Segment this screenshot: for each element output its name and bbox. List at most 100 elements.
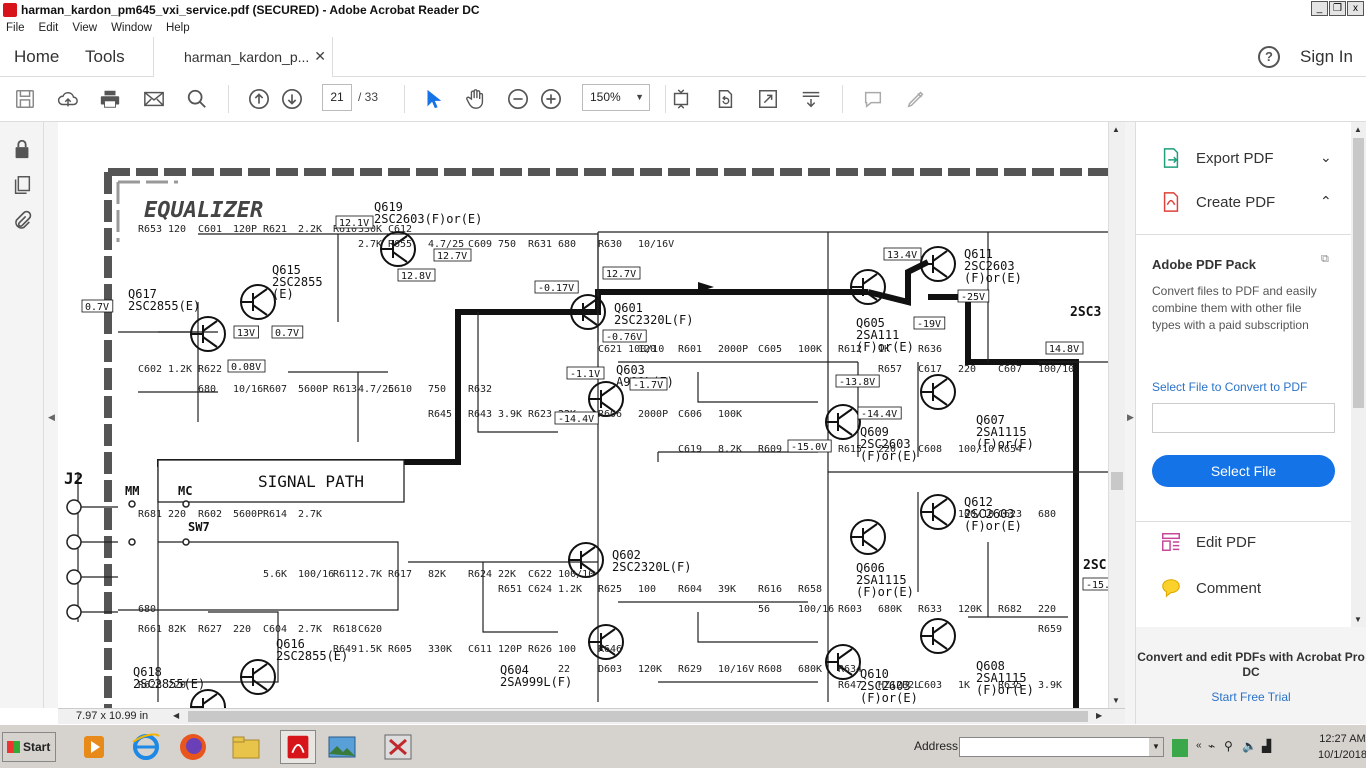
attachments-icon[interactable]	[11, 210, 33, 232]
component-label: 8.2K	[718, 444, 742, 455]
menu-edit[interactable]: Edit	[38, 22, 59, 34]
transistor-ref: Q617	[128, 287, 157, 301]
go-arrow-icon[interactable]	[1172, 739, 1188, 757]
acrobat-taskbar-icon[interactable]	[280, 730, 316, 764]
rotate-page-icon[interactable]	[713, 87, 737, 111]
media-player-icon[interactable]	[76, 730, 112, 764]
component-label: 82K	[168, 624, 186, 635]
component-label: R617	[388, 569, 412, 580]
close-tab-icon[interactable]: ✕	[314, 48, 326, 64]
component-label: 2.7K	[298, 624, 322, 635]
component-label: 680	[198, 384, 216, 395]
signal-icon[interactable]: ▟	[1262, 739, 1272, 753]
volume-icon[interactable]: 🔈	[1242, 739, 1257, 753]
start-button[interactable]: Start	[2, 732, 56, 762]
component-label: R602	[198, 509, 222, 520]
document-view[interactable]: EQUALIZER	[58, 122, 1108, 708]
highlight-pen-icon[interactable]	[904, 87, 928, 111]
select-cursor-icon[interactable]	[421, 87, 445, 111]
pack-info-icon[interactable]: ⧉	[1321, 253, 1329, 265]
comment-label: Comment	[1196, 580, 1262, 597]
component-label: 2.7K	[298, 509, 322, 520]
start-trial-link[interactable]: Start Free Trial	[1211, 690, 1291, 704]
network-icon[interactable]: ⌁	[1208, 739, 1216, 753]
tab-document[interactable]: harman_kardon_p... ✕	[153, 37, 333, 77]
scroll-right-icon[interactable]: ▶	[1096, 711, 1103, 720]
select-file-link[interactable]: Select File to Convert to PDF	[1152, 380, 1308, 394]
clock[interactable]: 12:27 AM 10/1/2018	[1318, 731, 1366, 763]
internet-explorer-icon[interactable]	[128, 730, 164, 764]
left-pane-collapse[interactable]: ◀	[44, 122, 58, 708]
comment-icon[interactable]	[861, 87, 885, 111]
help-icon[interactable]: ?	[1258, 46, 1280, 68]
component-label: R633	[918, 604, 942, 615]
scroll-down-icon[interactable]: ▼	[1112, 696, 1120, 705]
lock-icon[interactable]	[11, 138, 33, 160]
zoom-select[interactable]: 150% ▼	[582, 84, 650, 111]
scroll-up-icon[interactable]: ▲	[1112, 125, 1120, 134]
search-icon[interactable]	[185, 87, 209, 111]
full-screen-icon[interactable]	[756, 87, 780, 111]
export-pdf-tool[interactable]: Export PDF ⌄	[1160, 146, 1340, 172]
chevron-left-icon: ◀	[48, 412, 55, 422]
close-window-button[interactable]: x	[1347, 1, 1364, 16]
previous-page-icon[interactable]	[247, 87, 271, 111]
scroll-down-icon[interactable]: ▼	[1354, 615, 1362, 624]
menu-view[interactable]: View	[72, 22, 98, 34]
vertical-scroll-thumb[interactable]	[1111, 472, 1123, 490]
transistor-suffix: (F)or(E)	[976, 683, 1034, 697]
right-pane-collapse[interactable]: ▶	[1125, 122, 1136, 724]
email-icon[interactable]	[142, 87, 166, 111]
tools-pane-scroll-thumb[interactable]	[1353, 138, 1364, 408]
firefox-icon[interactable]	[175, 730, 211, 764]
image-viewer-icon[interactable]	[324, 730, 360, 764]
zoom-out-icon[interactable]	[506, 87, 530, 111]
transistor-part: 2SC2855(E)	[133, 677, 205, 691]
edit-pdf-tool[interactable]: Edit PDF	[1160, 530, 1340, 556]
tools-pane-scrollbar[interactable]: ▲ ▼	[1351, 122, 1366, 627]
bluetooth-icon[interactable]: ⚲	[1224, 739, 1233, 753]
scroll-up-icon[interactable]: ▲	[1354, 125, 1362, 134]
next-page-icon[interactable]	[280, 87, 304, 111]
toolbar-separator	[665, 85, 666, 113]
equalizer-border-inner	[116, 180, 178, 242]
address-input[interactable]: ▼	[959, 737, 1164, 757]
scroll-left-icon[interactable]: ◀	[173, 711, 180, 720]
app-x-icon[interactable]	[380, 730, 416, 764]
upload-cloud-icon[interactable]	[56, 87, 80, 111]
comment-tool[interactable]: Comment	[1160, 576, 1340, 602]
tab-tools[interactable]: Tools	[85, 47, 125, 66]
page-thumbnails-icon[interactable]	[11, 174, 33, 196]
fit-page-icon[interactable]	[669, 87, 693, 111]
tab-home[interactable]: Home	[14, 47, 60, 66]
menu-help[interactable]: Help	[165, 22, 190, 34]
menu-file[interactable]: File	[6, 22, 25, 34]
minimize-button[interactable]: _	[1311, 1, 1328, 16]
create-pdf-tool[interactable]: Create PDF ⌃	[1160, 190, 1340, 216]
menu-window[interactable]: Window	[111, 22, 152, 34]
save-icon[interactable]	[13, 87, 37, 111]
component-label: 680	[1038, 509, 1056, 520]
hand-tool-icon[interactable]	[464, 87, 488, 111]
file-drop-field[interactable]	[1152, 403, 1335, 433]
transistor-ref: Q610	[860, 667, 889, 681]
document-horizontal-scrollbar[interactable]: 7.97 x 10.99 in ◀ ▶	[58, 708, 1125, 724]
tray-expand-icon[interactable]: «	[1196, 740, 1202, 751]
chevron-up-icon: ⌃	[1320, 193, 1332, 209]
horizontal-scroll-thumb[interactable]	[188, 711, 1088, 722]
scroll-mode-icon[interactable]	[799, 87, 823, 111]
transistor-symbol	[825, 644, 861, 680]
print-icon[interactable]	[98, 87, 122, 111]
zoom-in-icon[interactable]	[539, 87, 563, 111]
transistor-suffix: (F)or(E)	[860, 691, 918, 705]
select-file-button[interactable]: Select File	[1152, 455, 1335, 487]
restore-button[interactable]: ❐	[1329, 1, 1346, 16]
page-number-input[interactable]: 21	[322, 84, 352, 111]
schematic-page: EQUALIZER	[64, 168, 1108, 708]
component-label: R631	[528, 239, 552, 250]
chevron-down-icon[interactable]: ▼	[1149, 738, 1163, 756]
file-explorer-icon[interactable]	[228, 730, 264, 764]
document-vertical-scrollbar[interactable]: ▲ ▼	[1108, 122, 1125, 708]
sign-in-link[interactable]: Sign In	[1300, 47, 1353, 66]
equalizer-title: EQUALIZER	[144, 198, 263, 223]
